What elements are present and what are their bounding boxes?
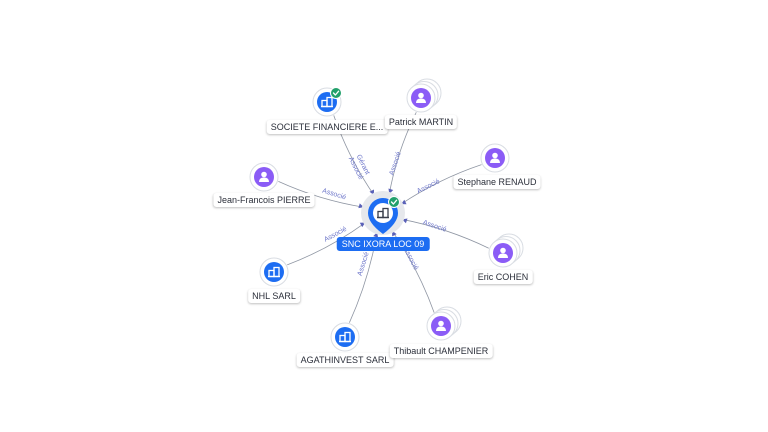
node-ec[interactable]	[488, 233, 524, 268]
user-icon	[498, 247, 508, 258]
edge-label-ec: Associé	[422, 219, 448, 233]
edge-jfp	[278, 180, 364, 208]
center-node-label[interactable]: SNC IXORA LOC 09	[336, 237, 430, 251]
edge-label-sfe: GérantAssocié	[347, 152, 371, 181]
user-icon	[490, 152, 500, 163]
building-icon	[268, 266, 280, 278]
edge-sr	[400, 164, 482, 205]
node-label-pm[interactable]: Patrick MARTIN	[384, 115, 458, 129]
center-node[interactable]	[361, 191, 405, 235]
node-aga[interactable]	[330, 322, 360, 352]
node-label-nhl[interactable]: NHL SARL	[248, 289, 300, 303]
edge-label-pm: Associé	[388, 151, 402, 177]
node-label-sr[interactable]: Stephane RENAUD	[453, 175, 541, 189]
user-icon	[416, 92, 426, 103]
node-jfp[interactable]	[249, 162, 279, 192]
building-icon	[321, 96, 333, 108]
edge-label-jfp: Associé	[321, 188, 347, 202]
edge-nhl	[287, 222, 366, 266]
node-label-sfe[interactable]: SOCIETE FINANCIERE E...	[266, 120, 388, 134]
building-icon	[339, 331, 351, 343]
verified-badge-icon	[388, 196, 400, 208]
node-label-ec[interactable]: Eric COHEN	[473, 270, 533, 284]
user-icon	[436, 320, 446, 331]
node-tc[interactable]	[426, 306, 462, 341]
node-label-aga[interactable]: AGATHINVEST SARL	[296, 353, 394, 367]
edge-ec	[401, 218, 489, 249]
node-label-jfp[interactable]: Jean-Francois PIERRE	[213, 193, 315, 207]
user-icon	[259, 171, 269, 182]
node-nhl[interactable]	[259, 257, 289, 287]
node-sfe[interactable]	[312, 87, 342, 117]
verified-badge-icon	[330, 87, 342, 99]
node-label-tc[interactable]: Thibault CHAMPENIER	[389, 344, 493, 358]
edge-label-aga: Associé	[357, 251, 371, 277]
node-sr[interactable]	[480, 143, 510, 173]
building-icon	[377, 207, 389, 219]
node-pm[interactable]	[406, 78, 442, 113]
edge-label-sr: Associé	[416, 178, 441, 195]
